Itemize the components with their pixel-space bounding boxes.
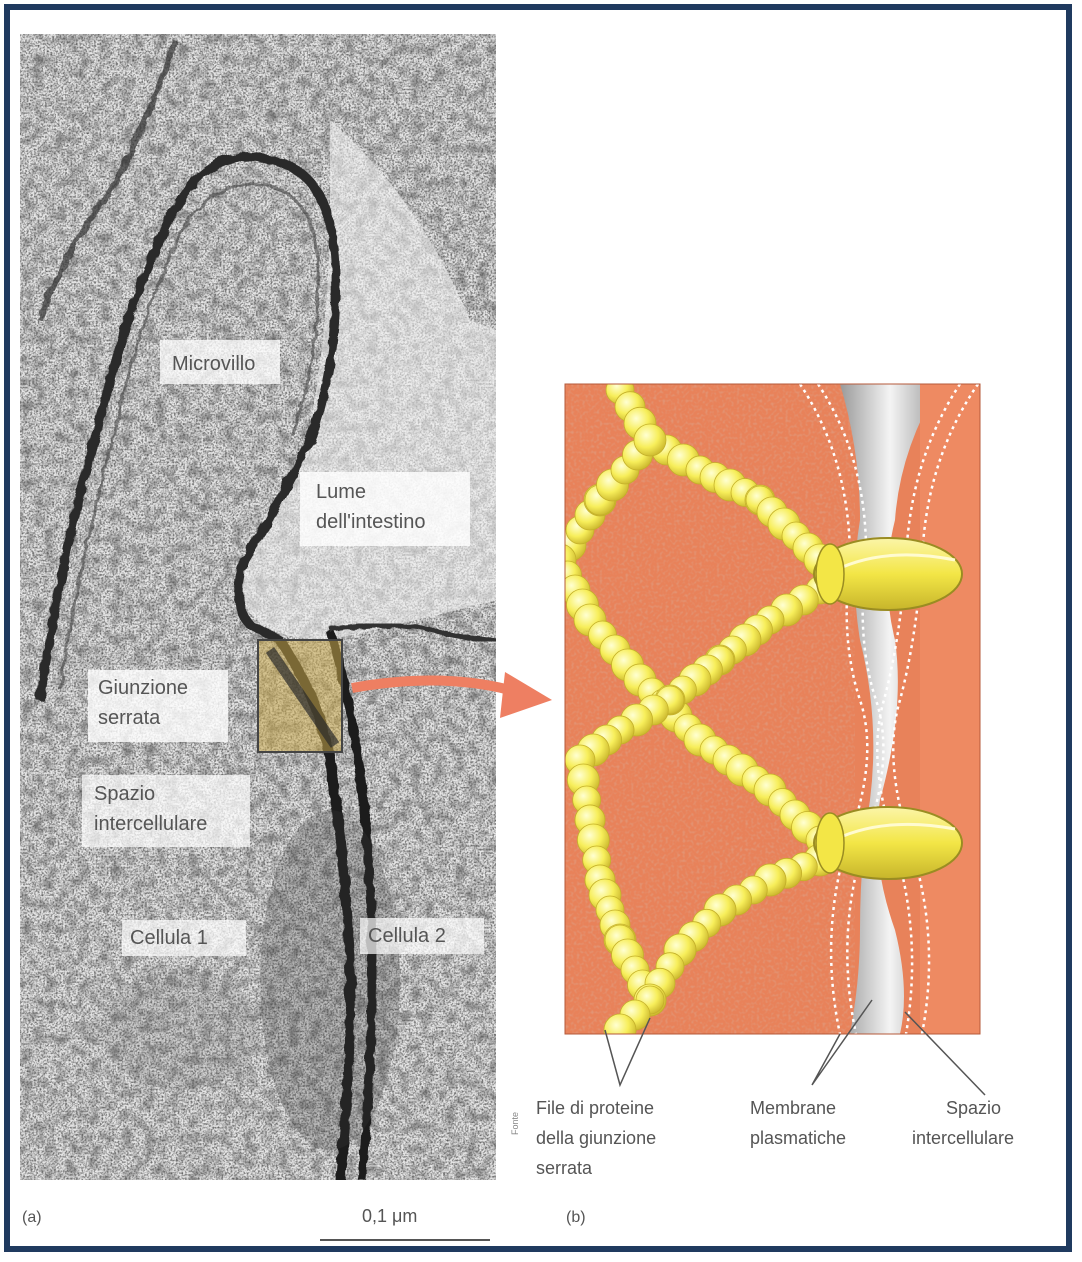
- label-space-line1: Spazio: [94, 783, 155, 805]
- junction-pore-upper: [814, 538, 962, 610]
- label-lumen-line2: dell'intestino: [316, 511, 425, 533]
- label-cell1: Cellula 1: [130, 927, 208, 949]
- junction-pore-lower: [814, 807, 962, 879]
- label-space-b-line2: intercellulare: [912, 1128, 1014, 1148]
- label-membranes-line2: plasmatiche: [750, 1128, 846, 1148]
- label-junction-line2: serrata: [98, 707, 161, 729]
- panel-letter-a: (a): [22, 1209, 42, 1226]
- protein-bead: [634, 424, 666, 456]
- side-credit: Fonte: [510, 1112, 520, 1135]
- schematic-panel: [544, 376, 980, 1046]
- label-lumen-line1: Lume: [316, 481, 366, 503]
- label-microvillus: Microvillo: [172, 353, 255, 375]
- cell-right-cytoplasm: [920, 384, 980, 1034]
- label-space-line2: intercellulare: [94, 813, 207, 835]
- label-membranes-line1: Membrane: [750, 1098, 836, 1118]
- label-space-b-line1: Spazio: [946, 1098, 1001, 1118]
- connector-arrow-head: [500, 672, 552, 718]
- panel-letter-b: (b): [566, 1209, 586, 1226]
- label-proteins-line1: File di proteine: [536, 1098, 654, 1118]
- label-proteins-line2: della giunzione: [536, 1128, 656, 1148]
- label-junction-line1: Giunzione: [98, 677, 188, 699]
- micrograph-panel: [20, 34, 496, 1180]
- label-proteins-line3: serrata: [536, 1158, 593, 1178]
- label-cell2: Cellula 2: [368, 925, 446, 947]
- scale-bar-label: 0,1 μm: [362, 1206, 417, 1226]
